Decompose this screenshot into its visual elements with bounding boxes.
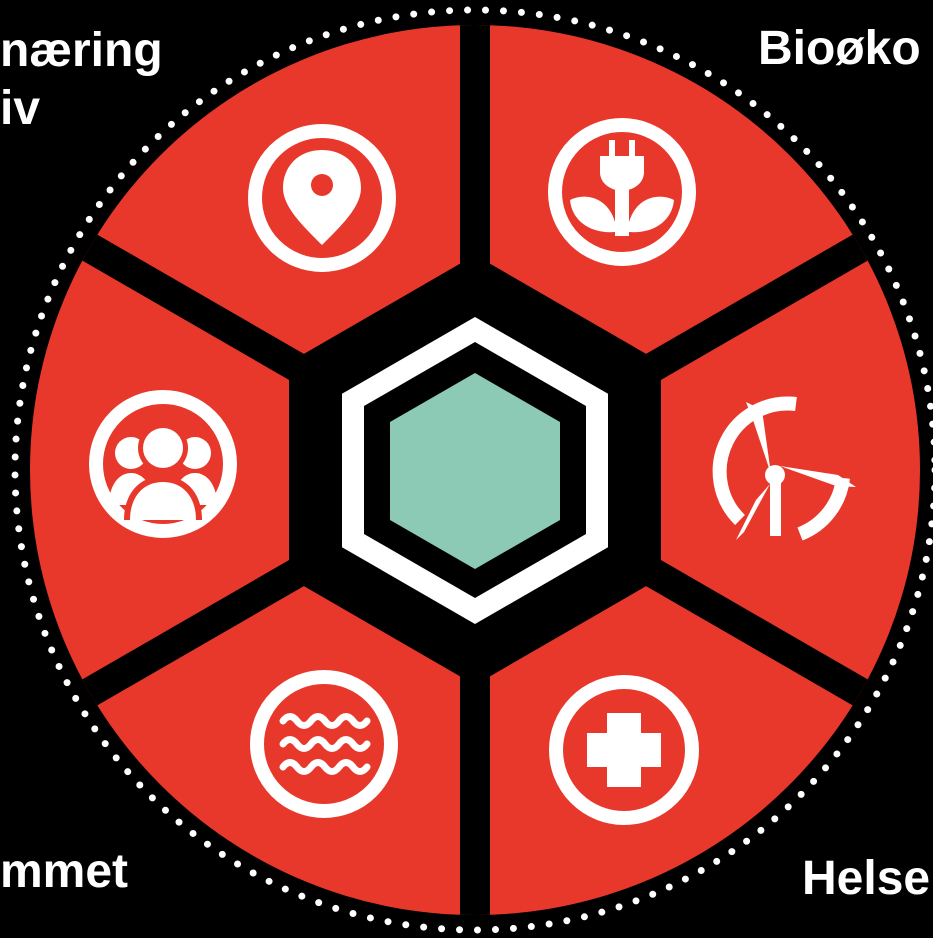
wind-turbine-icon [712,396,856,541]
label-top-right: Bioøko [758,22,921,75]
label-top-left-line1: næring [0,24,163,77]
dotted-outer-ring [11,6,933,934]
label-top-left: næring iv [0,22,163,138]
location-pin-icon [248,124,396,272]
center-hexagon-core [390,373,560,569]
label-bottom-left: mmet [0,845,129,898]
label-top-left-line2: iv [0,82,41,135]
plug-plant-icon [548,118,696,266]
people-group-icon [89,390,237,538]
water-waves-icon [250,670,398,818]
medical-cross-icon [549,675,699,825]
label-bottom-right: Helse [802,852,931,905]
